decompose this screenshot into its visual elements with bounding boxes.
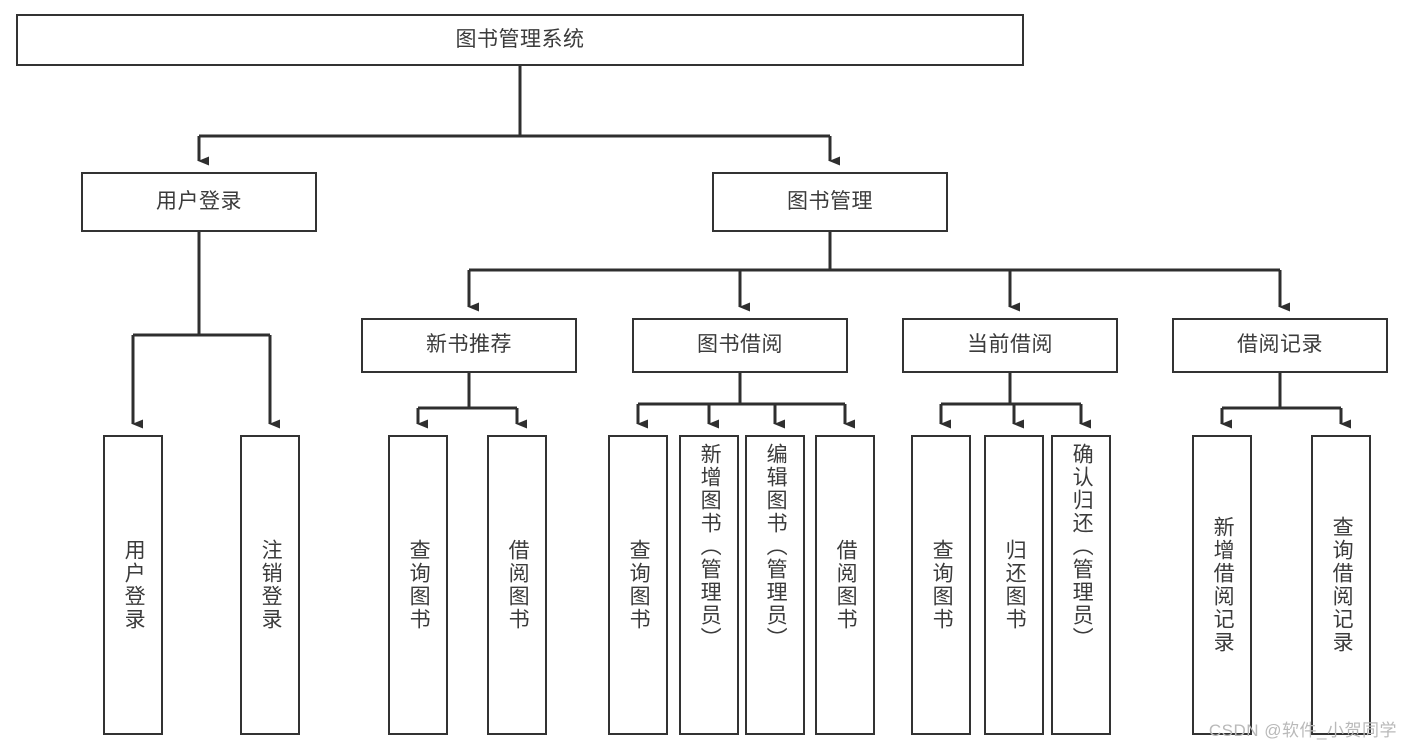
leaf-node-1[interactable]: 注销登录 — [240, 435, 300, 735]
leaf-node-12[interactable]: 查询借阅记录 — [1311, 435, 1371, 735]
leaf-node-label: 查询借阅记录 — [1330, 516, 1354, 654]
leaf-node-8[interactable]: 查询图书 — [911, 435, 971, 735]
level3-node-2[interactable]: 当前借阅 — [902, 318, 1118, 373]
leaf-node-label: 确认归还（管理员） — [1070, 443, 1094, 650]
level3-node-label: 图书借阅 — [697, 333, 783, 357]
level2-node-0[interactable]: 用户登录 — [81, 172, 317, 232]
leaf-node-label: 归还图书 — [1003, 539, 1027, 631]
leaf-node-label: 查询图书 — [930, 539, 954, 631]
leaf-node-label: 借阅图书 — [506, 539, 530, 631]
level3-node-label: 当前借阅 — [967, 333, 1053, 357]
leaf-node-5[interactable]: 新增图书（管理员） — [679, 435, 739, 735]
leaf-node-label: 新增借阅记录 — [1211, 516, 1235, 654]
leaf-node-2[interactable]: 查询图书 — [388, 435, 448, 735]
level2-node-1[interactable]: 图书管理 — [712, 172, 948, 232]
leaf-node-label: 注销登录 — [259, 539, 283, 631]
level3-node-3[interactable]: 借阅记录 — [1172, 318, 1388, 373]
root-node-0[interactable]: 图书管理系统 — [16, 14, 1024, 66]
level2-node-label: 用户登录 — [156, 189, 242, 213]
leaf-node-10[interactable]: 确认归还（管理员） — [1051, 435, 1111, 735]
leaf-node-label: 用户登录 — [122, 539, 146, 631]
leaf-node-4[interactable]: 查询图书 — [608, 435, 668, 735]
watermark-label: CSDN @软件_小贺同学 — [1208, 721, 1397, 740]
leaf-node-label: 新增图书（管理员） — [698, 443, 722, 650]
leaf-node-7[interactable]: 借阅图书 — [815, 435, 875, 735]
root-node-label: 图书管理系统 — [455, 27, 585, 51]
level3-node-0[interactable]: 新书推荐 — [361, 318, 577, 373]
leaf-node-label: 编辑图书（管理员） — [764, 443, 788, 650]
leaf-node-0[interactable]: 用户登录 — [103, 435, 163, 735]
leaf-node-3[interactable]: 借阅图书 — [487, 435, 547, 735]
leaf-node-11[interactable]: 新增借阅记录 — [1192, 435, 1252, 735]
leaf-node-6[interactable]: 编辑图书（管理员） — [745, 435, 805, 735]
level3-node-label: 新书推荐 — [426, 333, 512, 357]
leaf-node-9[interactable]: 归还图书 — [984, 435, 1044, 735]
level3-node-label: 借阅记录 — [1237, 333, 1323, 357]
level2-node-label: 图书管理 — [787, 189, 873, 213]
leaf-node-label: 查询图书 — [627, 539, 651, 631]
level3-node-1[interactable]: 图书借阅 — [632, 318, 848, 373]
leaf-node-label: 查询图书 — [407, 539, 431, 631]
leaf-node-label: 借阅图书 — [834, 539, 858, 631]
